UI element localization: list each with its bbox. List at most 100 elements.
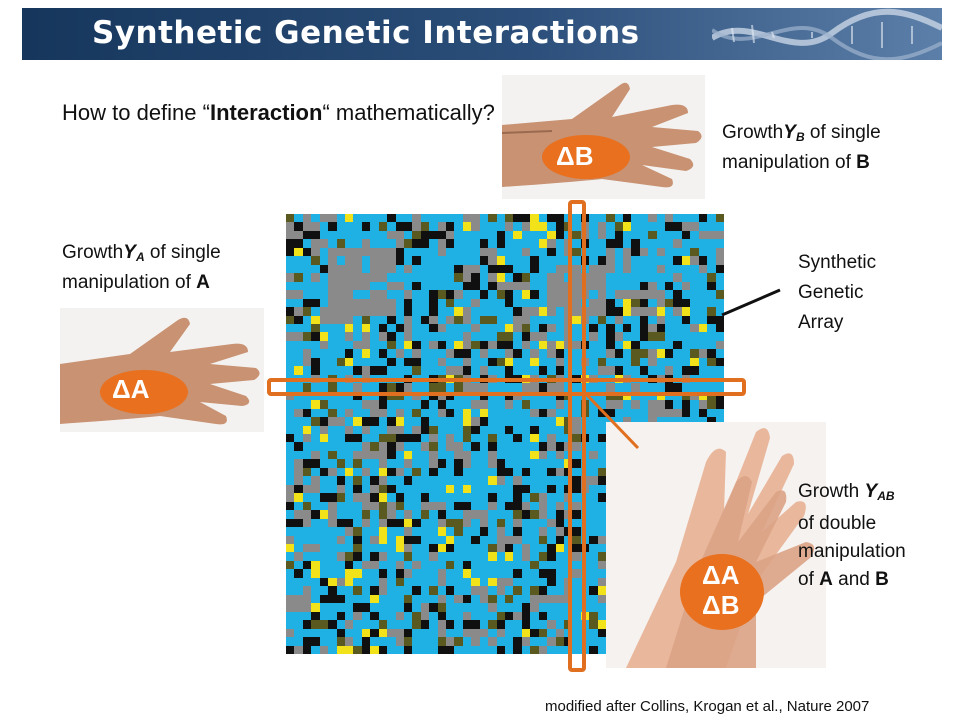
heatmap-cell (311, 349, 321, 359)
heatmap-cell (505, 434, 514, 443)
heatmap-cell (521, 408, 531, 418)
heatmap-cell (673, 290, 683, 300)
heatmap-cell (488, 501, 498, 511)
heatmap-cell (622, 366, 632, 376)
heatmap-cell (387, 611, 396, 621)
heatmap-cell (336, 637, 346, 647)
heatmap-cell (446, 637, 455, 647)
heatmap-cell (286, 273, 295, 283)
heatmap-cell (319, 535, 329, 545)
heatmap-cell (403, 408, 413, 418)
heatmap-cell (648, 315, 658, 325)
heatmap-cell (513, 256, 523, 266)
heatmap-cell (353, 510, 363, 520)
heatmap-cell (715, 400, 724, 410)
heatmap-cell (505, 586, 514, 596)
heatmap-cell (395, 357, 405, 367)
heatmap-cell (513, 628, 523, 638)
heatmap-cell (344, 442, 354, 452)
heatmap-cell (707, 340, 717, 350)
heatmap-cell (336, 417, 346, 427)
heatmap-cell (361, 222, 371, 232)
heatmap-cell (311, 569, 321, 579)
heatmap-cell (328, 264, 338, 274)
heatmap-cell (471, 560, 481, 570)
heatmap-cell (513, 264, 523, 274)
heatmap-cell (589, 332, 599, 342)
heatmap-cell (479, 290, 489, 300)
heatmap-cell (302, 222, 312, 232)
heatmap-cell (429, 256, 439, 266)
heatmap-cell (471, 467, 481, 477)
heatmap-cell (344, 366, 354, 376)
heatmap-cell (530, 450, 540, 460)
heatmap-cell (639, 214, 649, 223)
heatmap-cell (378, 290, 388, 300)
heatmap-cell (462, 349, 472, 359)
heatmap-cell (538, 493, 548, 503)
heatmap-cell (656, 273, 666, 283)
heatmap-cell (328, 560, 338, 570)
heatmap-cell (707, 230, 717, 240)
heatmap-cell (597, 628, 607, 638)
heatmap-cell (631, 298, 641, 308)
heatmap-cell (328, 214, 338, 223)
heatmap-cell (505, 256, 514, 266)
heatmap-cell (328, 518, 338, 528)
heatmap-cell (547, 442, 557, 452)
heatmap-cell (547, 434, 557, 443)
heatmap-cell (370, 484, 380, 494)
heatmap-cell (294, 264, 304, 274)
heatmap-cell (370, 273, 380, 283)
heatmap-cell (395, 476, 405, 486)
heatmap-cell (538, 603, 548, 613)
heatmap-cell (530, 510, 540, 520)
heatmap-cell (294, 366, 304, 376)
heatmap-cell (437, 518, 447, 528)
heatmap-cell (420, 628, 430, 638)
heatmap-cell (403, 256, 413, 266)
heatmap-cell (370, 425, 380, 435)
heatmap-cell (538, 256, 548, 266)
heatmap-cell (437, 645, 447, 654)
heatmap-cell (538, 222, 548, 232)
heatmap-cell (370, 476, 380, 486)
heatmap-cell (378, 552, 388, 562)
heatmap-cell (622, 214, 632, 223)
dna-helix-icon (712, 8, 942, 60)
heatmap-cell (319, 637, 329, 647)
heatmap-cell (412, 247, 422, 257)
heatmap-cell (311, 577, 321, 587)
heatmap-cell (437, 425, 447, 435)
heatmap-cell (488, 637, 498, 647)
heatmap-cell (429, 484, 439, 494)
heatmap-cell (471, 391, 481, 401)
heatmap-cell (286, 349, 295, 359)
heatmap-cell (446, 408, 455, 418)
heatmap-cell (387, 442, 396, 452)
heatmap-cell (505, 417, 514, 427)
heatmap-cell (707, 400, 717, 410)
heatmap-cell (420, 544, 430, 553)
heatmap-cell (555, 290, 565, 300)
heatmap-cell (496, 273, 506, 283)
heatmap-cell (513, 324, 523, 333)
heatmap-cell (412, 603, 422, 613)
heatmap-cell (294, 357, 304, 367)
heatmap-cell (294, 256, 304, 266)
heatmap-cell (538, 417, 548, 427)
heatmap-cell (673, 230, 683, 240)
heatmap-cell (454, 510, 464, 520)
heatmap-cell (311, 214, 321, 223)
heatmap-cell (471, 620, 481, 630)
heatmap-cell (311, 408, 321, 418)
heatmap-cell (446, 391, 455, 401)
heatmap-cell (698, 239, 708, 249)
heatmap-cell (513, 611, 523, 621)
heatmap-cell (555, 603, 565, 613)
heatmap-cell (378, 391, 388, 401)
heatmap-cell (606, 239, 615, 249)
heatmap-cell (479, 239, 489, 249)
heatmap-cell (462, 620, 472, 630)
heatmap-cell (538, 247, 548, 257)
